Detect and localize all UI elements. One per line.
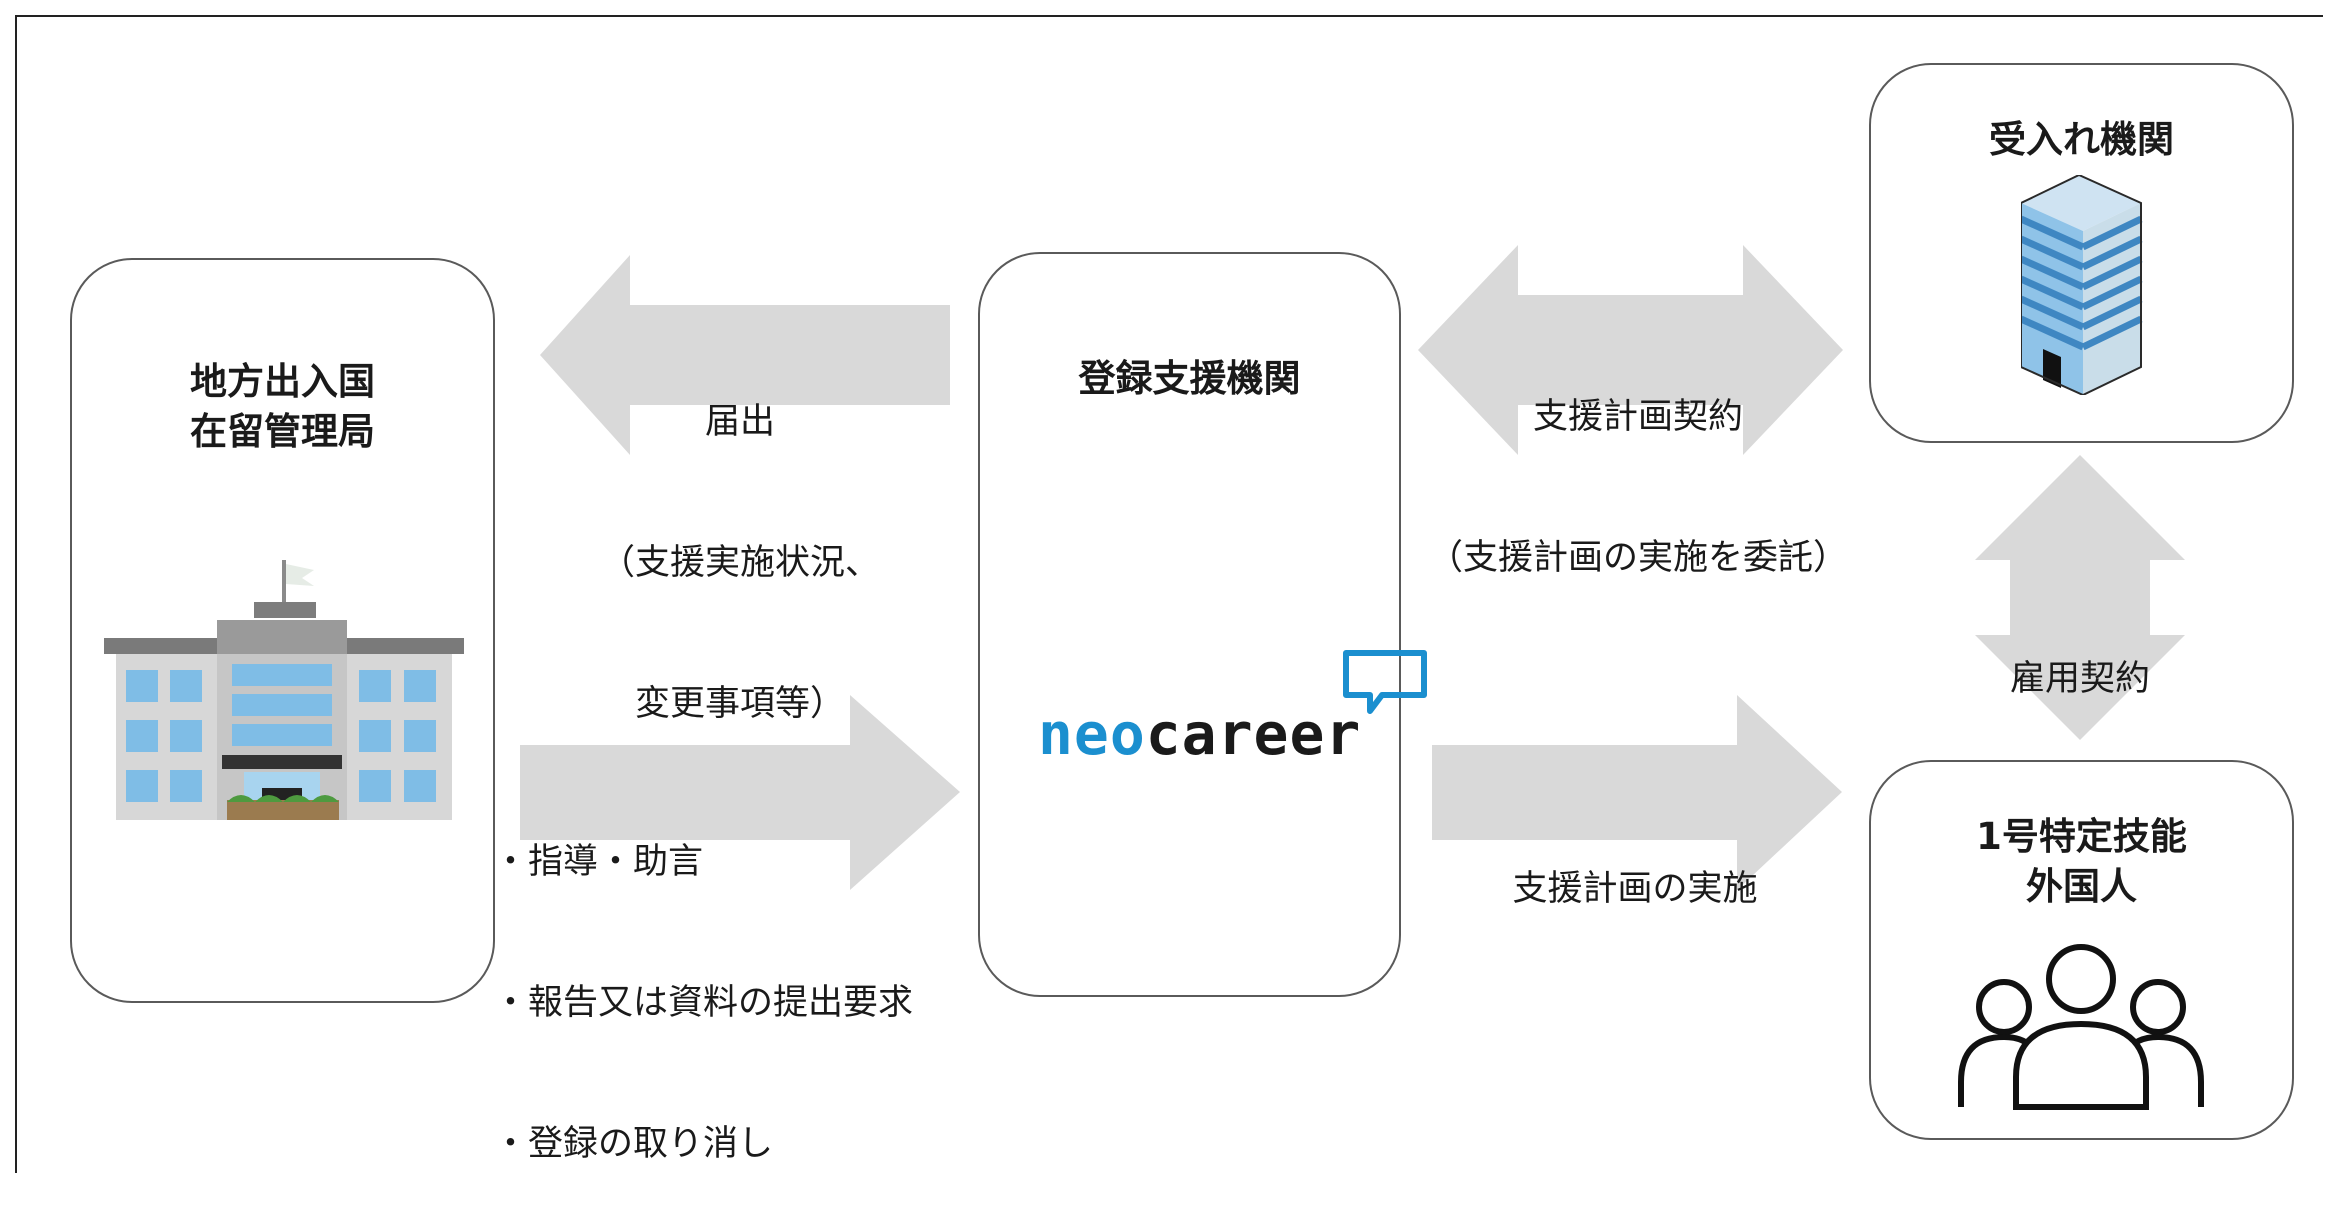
- logo-text-career: career: [1145, 700, 1362, 768]
- support-implementation-label-line-1: 支援計画の実施: [1512, 869, 1758, 909]
- neocareer-logo: neocareer: [1038, 649, 1427, 769]
- support-contract-label: 支援計画契約 （支援計画の実施を委託）: [1408, 300, 1868, 629]
- support-organization-title: 登録支援機関: [1078, 357, 1301, 400]
- guidance-label-line-1: ・指導・助言: [493, 842, 704, 882]
- people-group-icon: [1958, 944, 2204, 1110]
- report-label-line-1: 届出: [704, 402, 775, 442]
- guidance-label: ・指導・助言 ・報告又は資料の提出要求 ・登録の取り消し: [493, 745, 913, 1215]
- government-building-icon: [104, 560, 464, 820]
- office-tower-icon: [2021, 175, 2143, 395]
- support-implementation-label: 支援計画の実施: [1475, 772, 1795, 960]
- guidance-arrow: [520, 695, 960, 890]
- report-arrow: [540, 255, 950, 455]
- support-contract-label-line-2: （支援計画の実施を委託）: [1427, 538, 1848, 578]
- support-contract-label-line-1: 支援計画契約: [1532, 397, 1743, 437]
- guidance-label-line-3: ・登録の取り消し: [493, 1124, 774, 1164]
- logo-text-neo: neo: [1038, 700, 1146, 768]
- employment-label-line-1: 雇用契約: [2009, 659, 2150, 699]
- employer-box: 受入れ機関: [1869, 63, 2294, 443]
- worker-title: 1号特定技能 外国人: [1976, 815, 2187, 908]
- employment-label: 雇用契約: [1975, 562, 2185, 750]
- immigration-office-box: 地方出入国 在留管理局: [70, 258, 495, 1003]
- speech-bubble-icon: [1343, 650, 1427, 714]
- support-organization-box: 登録支援機関 neocareer: [978, 252, 1427, 997]
- worker-box: 1号特定技能 外国人: [1869, 760, 2294, 1140]
- employment-arrow: [1975, 455, 2185, 740]
- diagram-frame: [15, 15, 2323, 1173]
- guidance-label-line-2: ・報告又は資料の提出要求: [493, 983, 914, 1023]
- report-label-line-3: 変更事項等）: [634, 684, 845, 724]
- support-implementation-arrow: [1432, 695, 1842, 890]
- support-contract-arrow: [1418, 245, 1843, 455]
- employer-title: 受入れ機関: [1989, 118, 2174, 161]
- report-label: 届出 （支援実施状況、 変更事項等）: [560, 305, 920, 775]
- immigration-office-title: 地方出入国 在留管理局: [190, 360, 375, 453]
- report-label-line-2: （支援実施状況、: [599, 543, 880, 583]
